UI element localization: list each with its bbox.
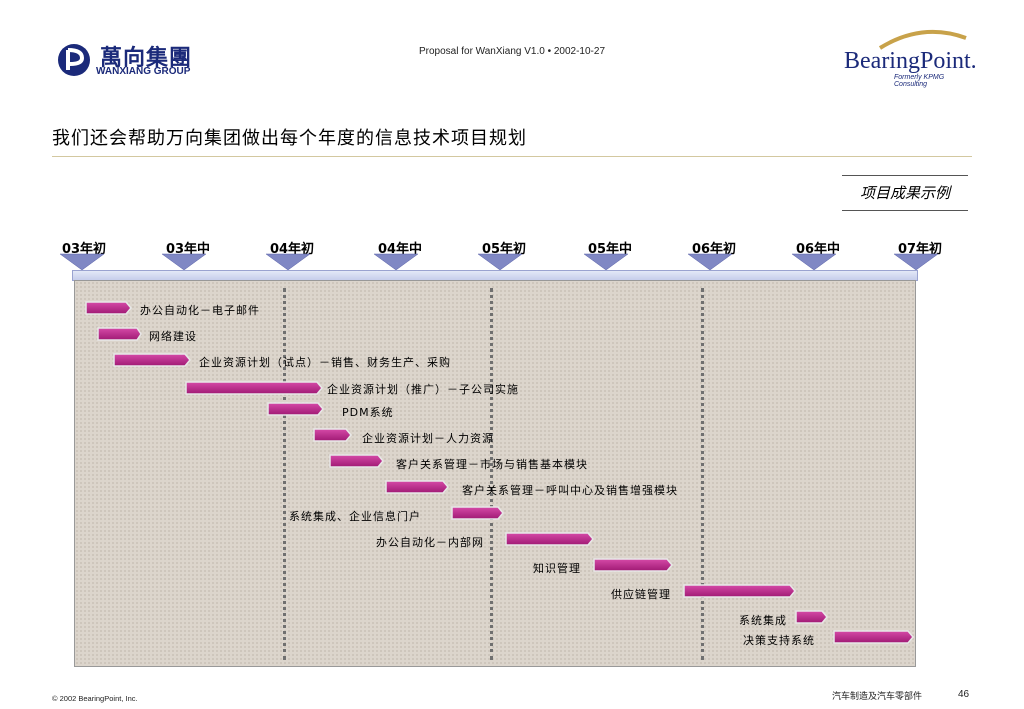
task-label: 知识管理 xyxy=(533,562,581,575)
wanxiang-emblem-icon xyxy=(58,44,90,76)
task-label: 系统集成、企业信息门户 xyxy=(289,510,421,523)
task-bar xyxy=(505,532,594,546)
year-divider xyxy=(283,288,286,660)
milestone-marker xyxy=(161,253,207,271)
milestone-label: 05年初 xyxy=(481,242,527,257)
milestone-label: 05年中 xyxy=(587,242,633,257)
bearingpoint-arc-icon xyxy=(878,29,967,50)
task-bar xyxy=(97,327,142,341)
task-label: 系统集成 xyxy=(739,614,787,627)
milestone-marker xyxy=(59,253,105,271)
task-bar xyxy=(267,402,324,416)
wanxiang-logo: 萬向集團 WANXIANG GROUP xyxy=(56,42,216,78)
task-bar xyxy=(833,630,914,644)
task-bar xyxy=(85,301,132,315)
task-bar xyxy=(329,454,384,468)
task-bar xyxy=(683,584,796,598)
milestone-marker xyxy=(791,253,837,271)
section-tag: 项目成果示例 xyxy=(842,175,968,211)
task-label: 客户关系管理－呼叫中心及销售增强模块 xyxy=(462,484,678,497)
year-divider xyxy=(490,288,493,660)
logo-en-text: WANXIANG GROUP xyxy=(96,66,191,77)
milestone-marker xyxy=(583,253,629,271)
footer-copyright: © 2002 BearingPoint, Inc. xyxy=(52,694,138,703)
task-bar xyxy=(451,506,504,520)
milestone-marker xyxy=(373,253,419,271)
milestone-markers xyxy=(59,253,939,271)
section-tag-label: 项目成果示例 xyxy=(859,184,950,202)
footer-dept: 汽车制造及汽车零部件 xyxy=(832,692,923,702)
milestone-marker xyxy=(477,253,523,271)
logo-sub: Formerly KPMG Consulting xyxy=(894,74,945,88)
task-bar xyxy=(795,610,828,624)
task-label: 办公自动化－电子邮件 xyxy=(140,304,260,317)
milestone-marker xyxy=(893,253,939,271)
milestone-marker xyxy=(265,253,311,271)
milestone-label: 04年初 xyxy=(269,242,315,257)
task-label: 网络建设 xyxy=(149,330,197,343)
task-label: PDM系统 xyxy=(342,406,394,419)
milestone-label: 06年中 xyxy=(795,242,841,257)
milestone-label: 06年初 xyxy=(691,242,737,257)
task-label: 企业资源计划－人力资源 xyxy=(362,432,494,445)
task-bar xyxy=(185,381,323,395)
milestone-label: 03年中 xyxy=(165,242,211,257)
logo-cn-text: 萬向集團 xyxy=(100,46,193,71)
task-bar xyxy=(593,558,673,572)
milestone-marker xyxy=(687,253,733,271)
task-bar xyxy=(113,353,191,367)
task-label: 决策支持系统 xyxy=(743,634,815,647)
page-title: 我们还会帮助万向集团做出每个年度的信息技术项目规划 xyxy=(52,128,527,149)
task-bar xyxy=(313,428,352,442)
bearingpoint-logo: BearingPoint. Formerly KPMG Consulting xyxy=(842,22,977,88)
task-label: 客户关系管理－市场与销售基本模块 xyxy=(396,458,588,471)
milestone-label: 03年初 xyxy=(61,242,107,257)
title-divider xyxy=(52,156,972,157)
logo-name: BearingPoint. xyxy=(844,48,977,74)
task-bar xyxy=(385,480,449,494)
task-label: 企业资源计划（推广）－子公司实施 xyxy=(327,383,519,396)
task-label: 企业资源计划（试点）－销售、财务生产、采购 xyxy=(199,356,451,369)
year-divider xyxy=(701,288,704,660)
task-label: 办公自动化－内部网 xyxy=(376,536,484,549)
gantt-area xyxy=(74,280,916,667)
task-label: 供应链管理 xyxy=(611,588,671,601)
header-note: Proposal for WanXiang V1.0 • 2002-10-27 xyxy=(418,46,606,57)
milestone-label: 07年初 xyxy=(897,242,943,257)
milestone-label: 04年中 xyxy=(377,242,423,257)
page-number: 46 xyxy=(958,689,970,700)
